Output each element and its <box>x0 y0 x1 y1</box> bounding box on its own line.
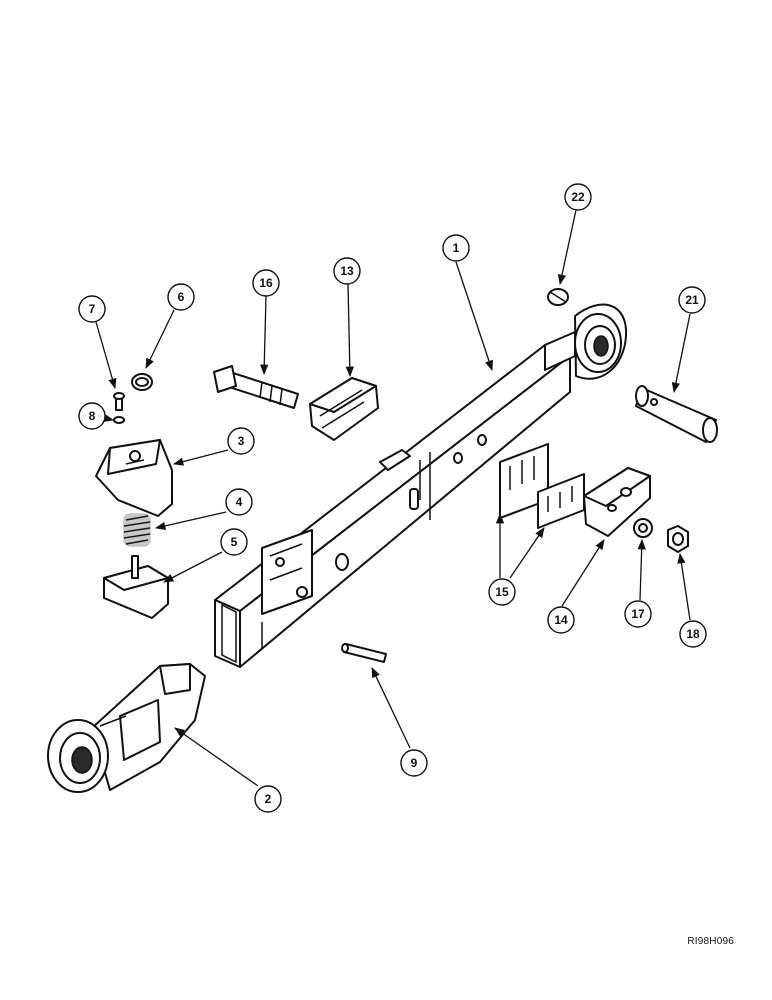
callout-17: 17 <box>624 600 652 628</box>
callout-label: 15 <box>495 585 509 599</box>
saddle-block <box>95 439 173 517</box>
callout-label: 1 <box>453 241 460 255</box>
callout-label: 21 <box>685 293 699 307</box>
callout-21: 21 <box>678 286 706 314</box>
flat-washer <box>633 518 653 538</box>
callout-label: 4 <box>236 495 243 509</box>
leader-3 <box>172 449 229 466</box>
callout-13: 13 <box>333 257 361 285</box>
callout-18: 18 <box>679 620 707 648</box>
leader-22 <box>557 209 577 286</box>
callouts: 1 2 3 4 5 6 7 8 <box>78 183 707 813</box>
leader-18 <box>677 552 691 621</box>
callout-label: 3 <box>238 434 245 448</box>
screw <box>113 392 125 411</box>
callout-4: 4 <box>225 488 253 516</box>
latch-pawl <box>103 555 169 619</box>
callout-14: 14 <box>547 606 575 634</box>
callout-label: 18 <box>686 627 700 641</box>
lock-washer <box>113 416 125 424</box>
callout-label: 8 <box>89 409 96 423</box>
leader-21 <box>671 313 691 394</box>
leader-9 <box>371 667 411 749</box>
shims <box>499 443 585 529</box>
callout-1: 1 <box>442 234 470 262</box>
leader-15b <box>509 527 545 579</box>
bolt <box>213 365 299 409</box>
callout-label: 14 <box>554 613 568 627</box>
leader-16 <box>260 295 269 376</box>
leader-6 <box>145 309 175 369</box>
hex-nut <box>667 525 689 553</box>
spring <box>123 513 151 547</box>
callout-label: 17 <box>631 607 645 621</box>
retaining-ring <box>131 373 153 391</box>
leader-4 <box>154 511 227 530</box>
clevis-pin <box>635 385 718 443</box>
wear-pad <box>583 467 651 537</box>
callout-label: 2 <box>265 792 272 806</box>
callout-7: 7 <box>78 295 106 323</box>
retainer-clip <box>547 288 569 306</box>
guide-block <box>309 377 379 441</box>
callout-5: 5 <box>220 528 248 556</box>
callout-2: 2 <box>254 785 282 813</box>
callout-15: 15 <box>488 578 516 606</box>
leader-lines <box>95 209 691 787</box>
callout-6: 6 <box>167 283 195 311</box>
leader-7 <box>95 321 117 389</box>
callout-9: 9 <box>400 749 428 777</box>
callout-22: 22 <box>564 183 592 211</box>
leader-14 <box>561 539 605 607</box>
callout-3: 3 <box>227 427 255 455</box>
leader-13 <box>345 283 354 378</box>
callout-label: 22 <box>571 190 585 204</box>
drawing-reference-code: RI98H096 <box>687 936 734 947</box>
lower-link-end <box>47 663 206 793</box>
leader-2 <box>174 727 259 787</box>
leader-1 <box>455 261 493 371</box>
roll-pin <box>341 643 387 663</box>
callout-label: 16 <box>259 276 273 290</box>
leader-17 <box>637 538 646 601</box>
lower-link-arm <box>214 303 628 668</box>
callout-label: 9 <box>411 756 418 770</box>
callout-16: 16 <box>252 269 280 297</box>
callout-label: 7 <box>89 302 96 316</box>
callout-label: 5 <box>231 535 238 549</box>
leader-5 <box>163 551 223 583</box>
callout-label: 13 <box>340 264 354 278</box>
callout-8: 8 <box>78 402 106 430</box>
leader-8 <box>102 413 115 423</box>
callout-label: 6 <box>178 290 185 304</box>
